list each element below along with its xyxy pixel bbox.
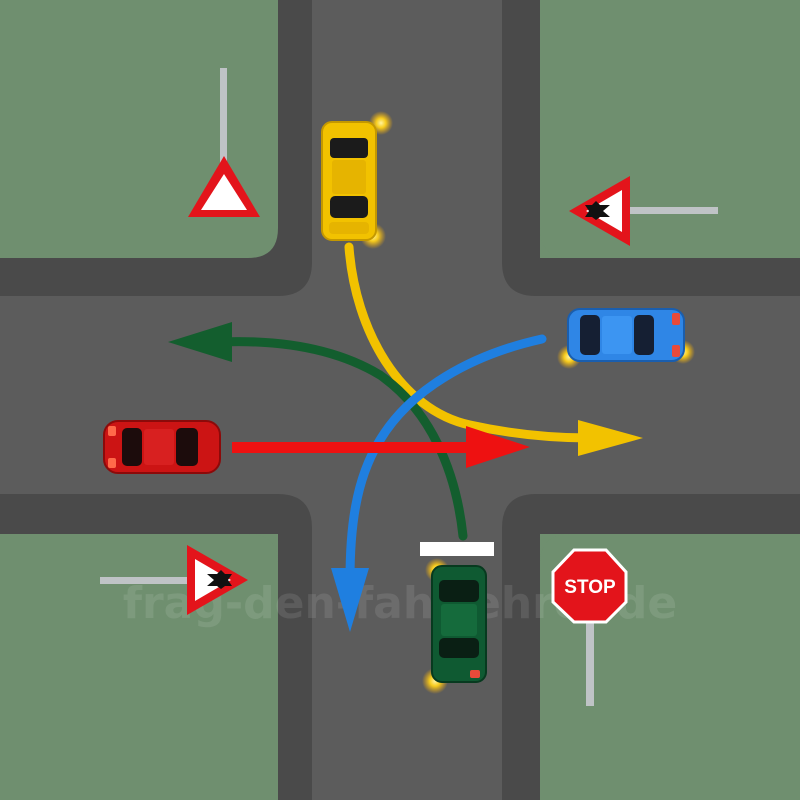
priority-sign-ne [569,176,718,246]
path-blue-arrow [331,334,547,632]
red-car [103,420,221,474]
priority-sign-sw [100,545,248,615]
path-green-arrow [168,322,468,541]
green-car [422,558,487,694]
path-red-arrow [232,426,530,468]
yellow-car [321,111,393,249]
stop-sign: STOP [551,548,628,706]
stop-line [420,542,494,556]
yield-sign [188,68,260,217]
path-yellow-arrow [344,242,643,456]
blue-car [557,308,695,369]
stop-sign-label: STOP [564,577,616,598]
